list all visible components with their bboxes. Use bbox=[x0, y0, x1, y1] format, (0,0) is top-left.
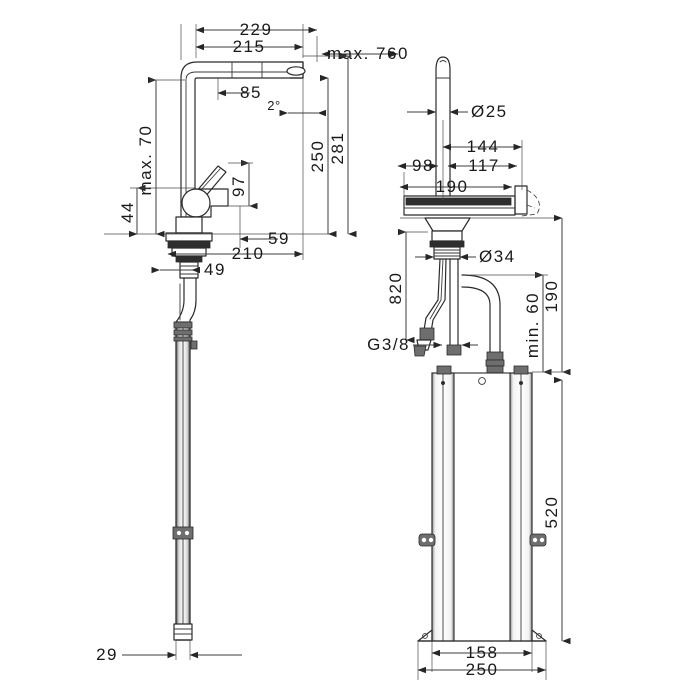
dim-29: 29 bbox=[96, 645, 118, 664]
dim-158: 158 bbox=[466, 643, 499, 662]
dim-98: 98 bbox=[412, 156, 434, 175]
dim-250: 250 bbox=[308, 140, 327, 173]
dim-2-degree: 2° bbox=[267, 98, 280, 113]
dim-dia-34: Ø34 bbox=[479, 247, 516, 266]
dim-210: 210 bbox=[232, 244, 265, 263]
dim-215: 215 bbox=[233, 37, 266, 56]
dim-190-horizontal: 190 bbox=[436, 177, 469, 196]
left-view-geometry bbox=[104, 61, 330, 641]
dim-281: 281 bbox=[328, 132, 347, 165]
dim-49: 49 bbox=[204, 260, 226, 279]
dim-max-760: max. 760 bbox=[327, 44, 409, 63]
dim-min-60: min. 60 bbox=[523, 292, 542, 358]
dim-dia-25: Ø25 bbox=[471, 102, 508, 121]
dim-190-vertical: 190 bbox=[542, 280, 561, 313]
dim-85: 85 bbox=[240, 83, 262, 102]
left-view-dimensions: 229 215 max. 760 85 2° max. 70 44 250 28… bbox=[96, 20, 409, 664]
dim-max-70: max. 70 bbox=[136, 125, 155, 196]
dim-144: 144 bbox=[467, 137, 500, 156]
dim-97: 97 bbox=[229, 175, 248, 197]
right-view-dimensions: Ø25 144 98 117 190 Ø34 820 G3/8 min. 60 bbox=[367, 102, 571, 680]
dim-117: 117 bbox=[468, 156, 500, 175]
dim-520: 520 bbox=[542, 496, 561, 529]
dim-820: 820 bbox=[386, 272, 405, 305]
dim-g38: G3/8 bbox=[367, 335, 410, 354]
dim-59: 59 bbox=[268, 229, 290, 248]
right-view-geometry bbox=[400, 56, 560, 642]
dim-44: 44 bbox=[118, 201, 137, 223]
dim-229: 229 bbox=[240, 20, 273, 39]
dim-250-bottom: 250 bbox=[466, 660, 499, 679]
